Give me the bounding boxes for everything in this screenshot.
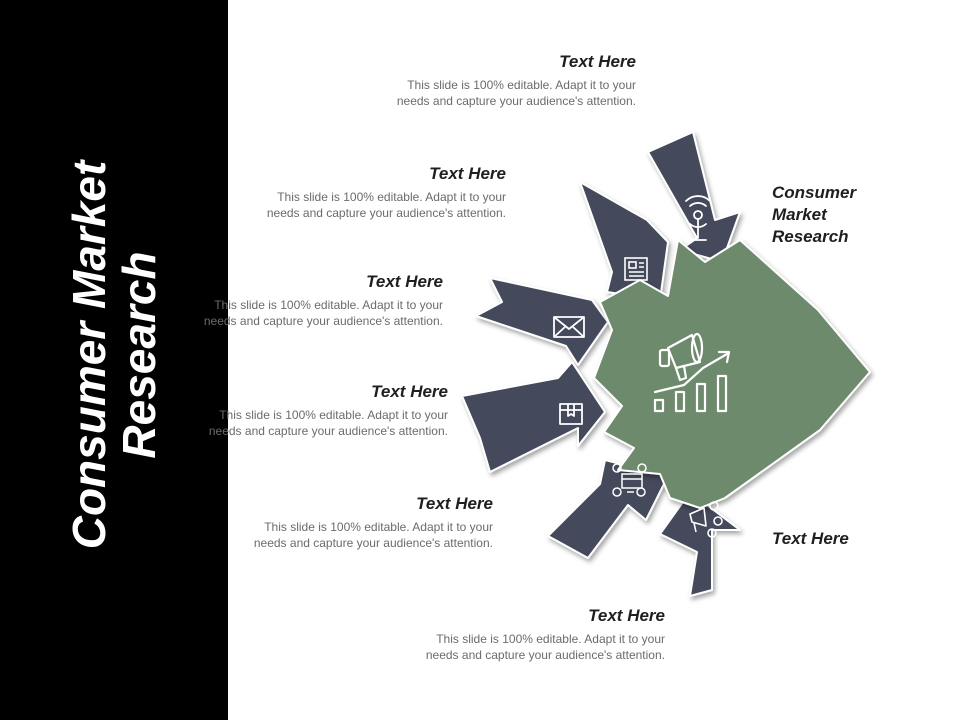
text-block-5: Text Here This slide is 100% editable. A… xyxy=(253,494,493,551)
right-label-bottom: Text Here xyxy=(772,529,849,548)
text-block-3: Text Here This slide is 100% editable. A… xyxy=(203,272,443,329)
side-panel: Consumer Market Research xyxy=(0,0,228,720)
text-block-body: This slide is 100% editable. Adapt it to… xyxy=(253,520,493,550)
main-arrow xyxy=(593,239,871,509)
marketing-icon xyxy=(689,501,723,538)
text-block-6: Text Here This slide is 100% editable. A… xyxy=(425,606,665,663)
text-block-4: Text Here This slide is 100% editable. A… xyxy=(208,382,448,439)
text-block-1: Text Here This slide is 100% editable. A… xyxy=(396,52,636,109)
text-block-heading: Text Here xyxy=(371,382,448,401)
text-block-body: This slide is 100% editable. Adapt it to… xyxy=(425,632,665,662)
arrow-3 xyxy=(475,277,609,366)
text-block-2: Text Here This slide is 100% editable. A… xyxy=(266,164,506,221)
box-icon xyxy=(559,403,583,425)
text-block-body: This slide is 100% editable. Adapt it to… xyxy=(266,190,506,220)
network-icon xyxy=(612,463,647,497)
arrow-4 xyxy=(461,361,606,473)
text-block-heading: Text Here xyxy=(559,52,636,71)
antenna-icon xyxy=(685,195,711,241)
arrow-5 xyxy=(547,459,669,559)
text-block-heading: Text Here xyxy=(588,606,665,625)
text-block-heading: Text Here xyxy=(429,164,506,183)
text-block-body: This slide is 100% editable. Adapt it to… xyxy=(203,298,443,328)
text-block-body: This slide is 100% editable. Adapt it to… xyxy=(208,408,448,438)
right-label-top: Consumer Market Research xyxy=(772,183,857,246)
arrow-2 xyxy=(579,181,669,301)
text-block-heading: Text Here xyxy=(416,494,493,513)
envelope-icon xyxy=(553,316,585,338)
newspaper-icon xyxy=(624,257,648,281)
text-block-body: This slide is 100% editable. Adapt it to… xyxy=(396,78,636,108)
megaphone-growth-icon xyxy=(653,332,731,413)
text-block-heading: Text Here xyxy=(366,272,443,291)
